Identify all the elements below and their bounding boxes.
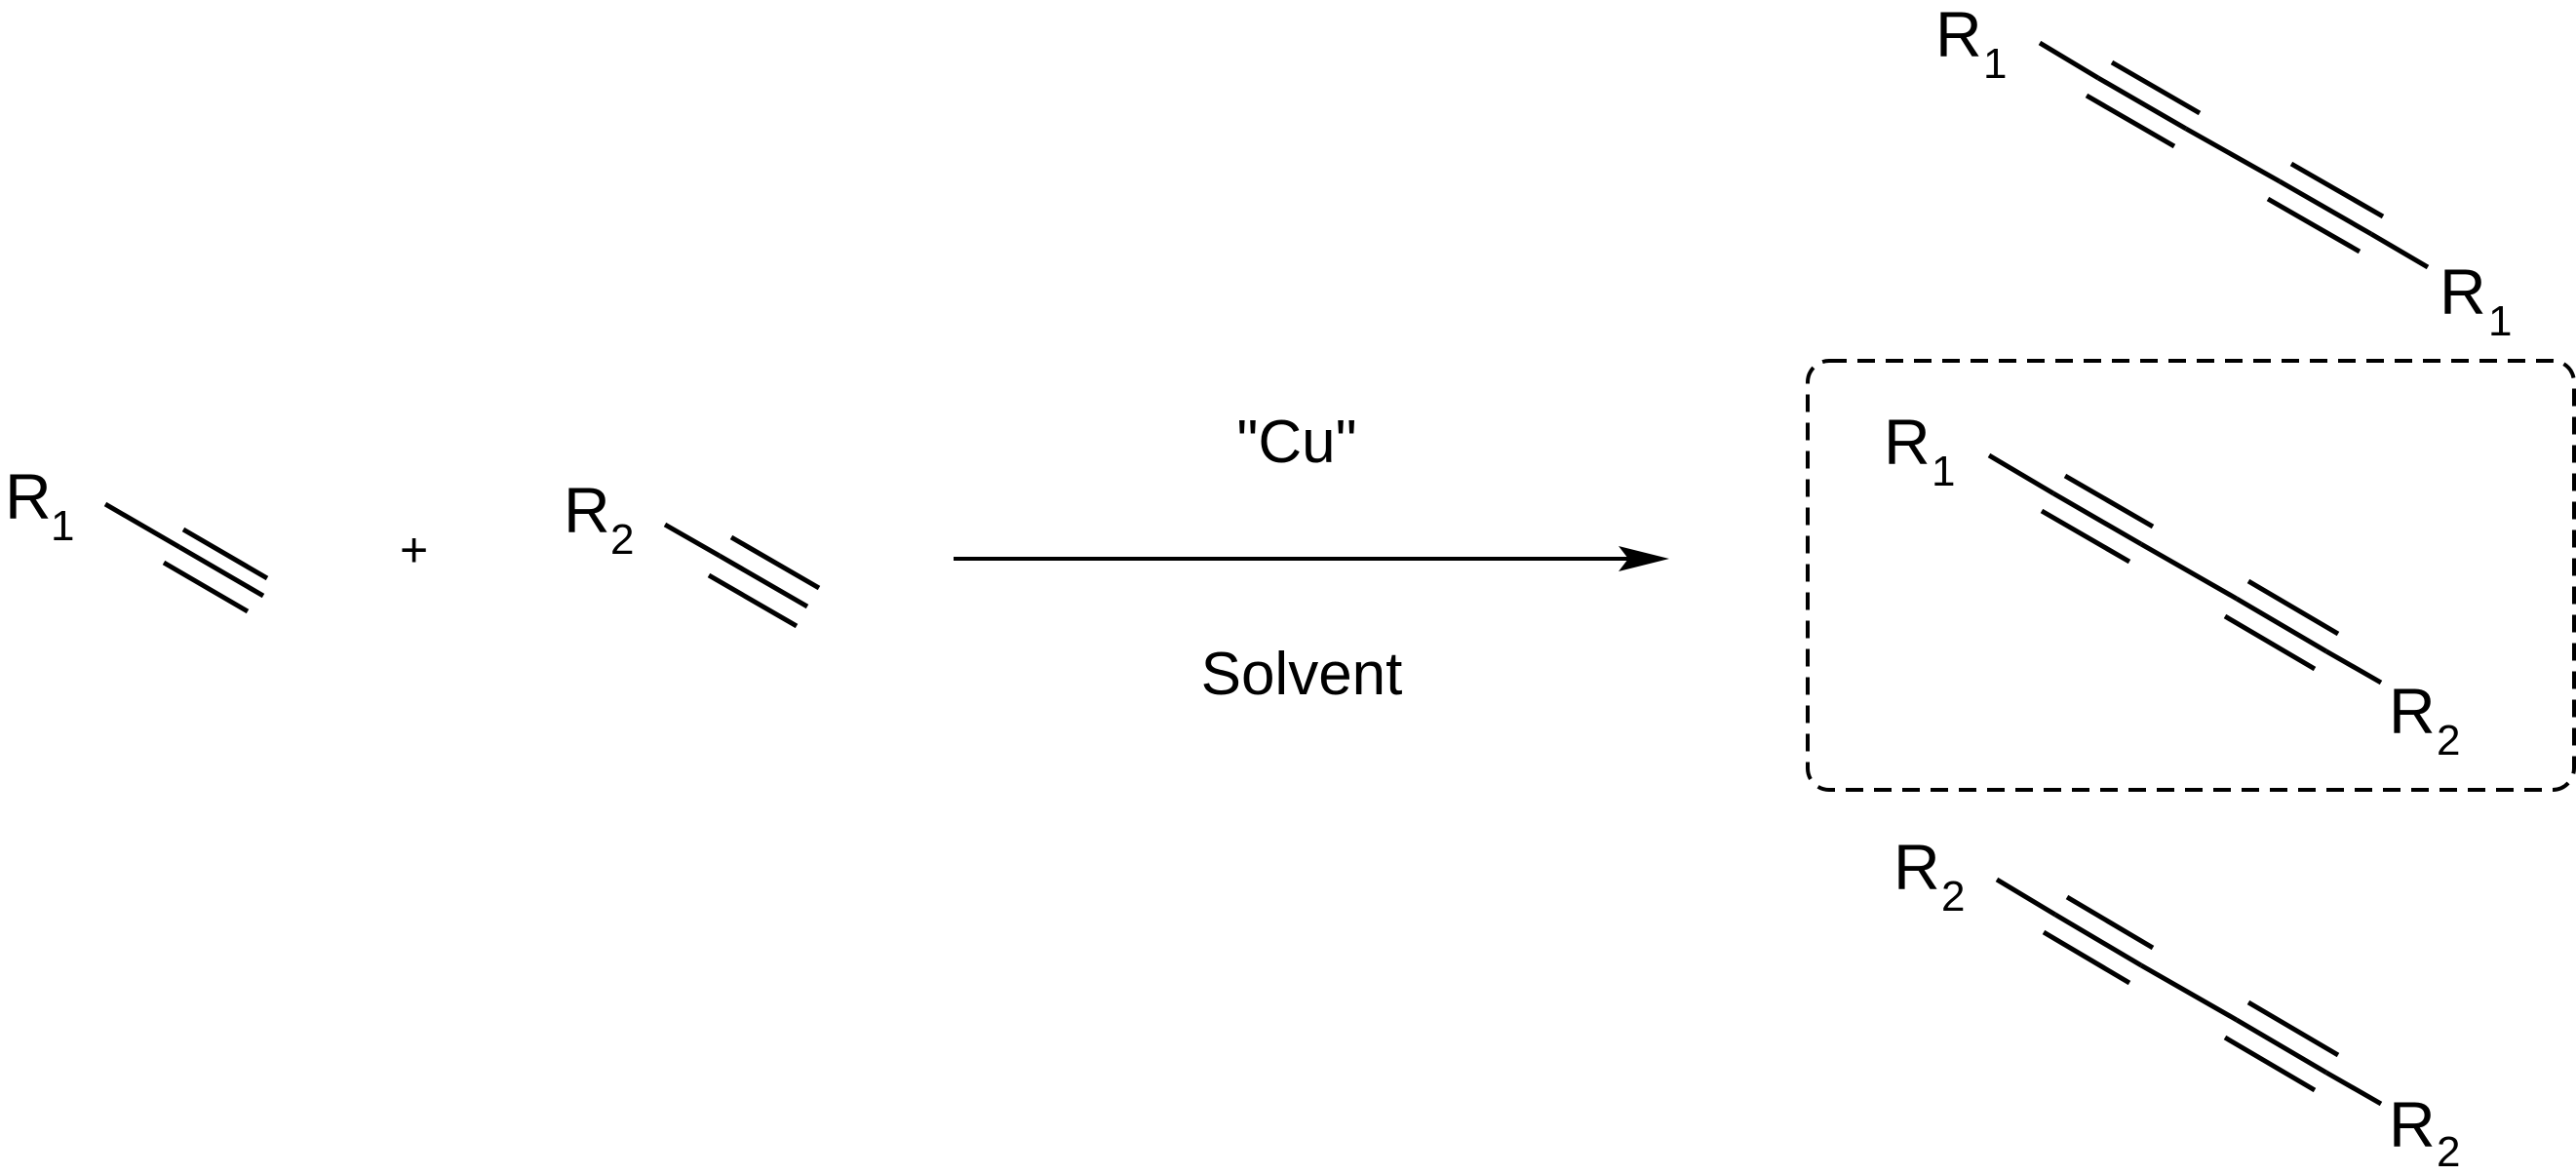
product-1-triple-bond-1-upper [2110, 59, 2202, 116]
reactant-1-triple-bond-lower [162, 560, 250, 614]
product-2-central-single-bond [2139, 541, 2239, 602]
product-3-triple-bond-2-lower [2223, 1035, 2317, 1093]
reactant-2-subscript: 2 [610, 516, 634, 564]
condition-solvent: Solvent [1201, 641, 1403, 708]
product-3-right-subscript: 2 [2437, 1128, 2460, 1170]
reactant-2-triple-bond-center [718, 553, 809, 609]
arrow-head [1619, 546, 1669, 571]
product-cross-coupled: R 1 R 2 [1884, 406, 2460, 764]
product-2-triple-bond-1-center [2051, 490, 2143, 547]
product-1-triple-bond-1-lower [2085, 93, 2176, 149]
highlight-dashed-box [1806, 359, 2576, 792]
product-3-left-group: R [1893, 831, 1940, 903]
reactant-1-single-bond [103, 501, 181, 550]
product-3-triple-bond-2-center [2235, 1017, 2328, 1076]
condition-reagent: "Cu" [1236, 409, 1356, 476]
product-1-single-bond-right [2369, 231, 2430, 270]
product-3-right-group: R [2389, 1088, 2436, 1160]
reaction-arrow: "Cu" Solvent [954, 409, 1669, 708]
reactant-2-triple-bond-lower [707, 572, 799, 629]
reactant-2: R 2 [564, 474, 821, 629]
product-2-triple-bond-2-lower [2223, 613, 2317, 672]
product-1-triple-bond-2-center [2278, 178, 2373, 237]
product-homocoupled-r1: R 1 R 1 [1935, 0, 2512, 345]
product-1-triple-bond-2-upper [2289, 161, 2385, 219]
reactant-1-subscript: 1 [51, 502, 74, 550]
product-1-central-single-bond [2184, 126, 2282, 184]
product-3-single-bond-left [1995, 877, 2057, 918]
reactant-1: R 1 [5, 460, 269, 614]
reactant-2-triple-bond-upper [729, 534, 821, 591]
product-1-right-subscript: 1 [2488, 297, 2512, 345]
reactant-2-group: R [564, 474, 610, 546]
product-2-triple-bond-1-upper [2063, 473, 2155, 529]
product-3-triple-bond-2-upper [2246, 999, 2340, 1058]
product-3-triple-bond-1-lower [2042, 929, 2131, 986]
product-3-triple-bond-1-upper [2065, 894, 2155, 951]
product-2-triple-bond-2-upper [2246, 578, 2340, 637]
reactant-2-single-bond [663, 522, 722, 559]
product-1-left-subscript: 1 [1983, 40, 2007, 88]
product-2-left-group: R [1884, 406, 1931, 478]
product-2-triple-bond-2-center [2235, 596, 2328, 654]
product-2-single-bond-left [1987, 452, 2055, 496]
product-1-triple-bond-2-lower [2266, 196, 2361, 255]
product-1-triple-bond-1-center [2096, 75, 2188, 132]
reactant-1-group: R [5, 460, 52, 532]
product-3-central-single-bond [2139, 962, 2239, 1023]
product-2-single-bond-right [2324, 648, 2383, 685]
product-1-left-group: R [1935, 0, 1982, 70]
product-3-single-bond-right [2324, 1070, 2383, 1107]
product-3-triple-bond-1-center [2053, 912, 2143, 968]
reactant-1-triple-bond-upper [181, 527, 269, 581]
product-3-left-subscript: 2 [1941, 873, 1965, 920]
product-1-right-group: R [2439, 255, 2486, 328]
product-2-left-subscript: 1 [1932, 448, 1955, 495]
product-homocoupled-r2: R 2 R 2 [1893, 831, 2460, 1175]
product-2-triple-bond-1-lower [2040, 508, 2131, 565]
reactant-1-triple-bond-center [177, 544, 265, 599]
product-1-single-bond-left [2038, 40, 2100, 81]
plus-sign: + [400, 523, 428, 577]
product-2-right-group: R [2389, 675, 2436, 747]
product-2-right-subscript: 2 [2437, 717, 2460, 764]
